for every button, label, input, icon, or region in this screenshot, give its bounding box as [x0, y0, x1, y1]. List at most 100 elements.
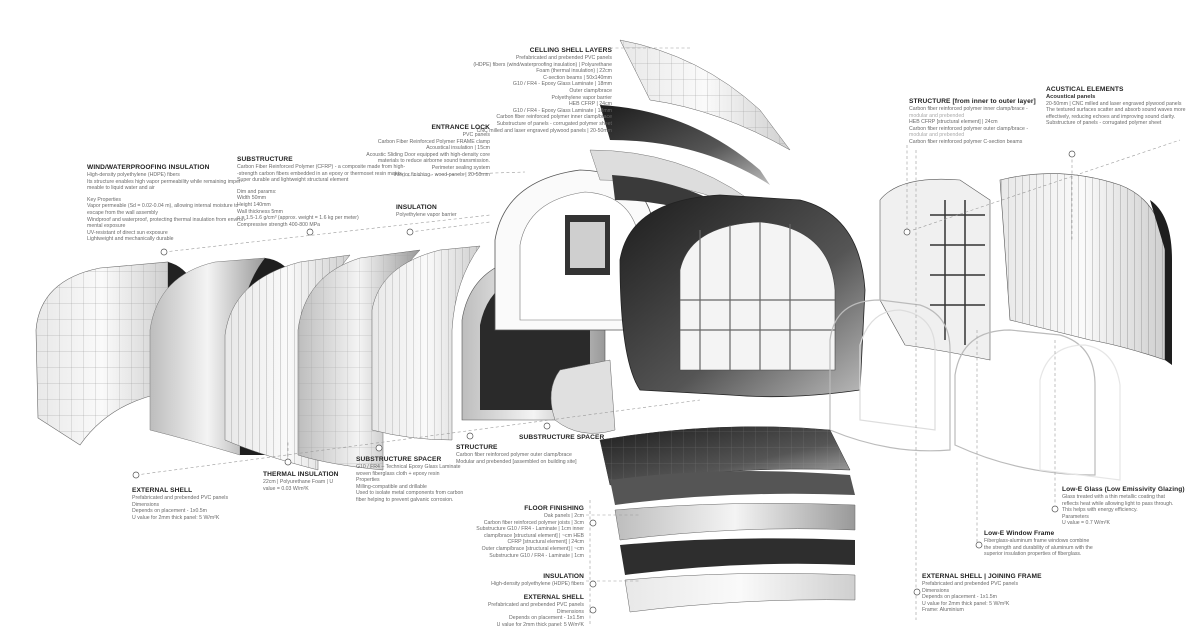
label-line: PVC panels — [462, 132, 490, 138]
label-line: High-density polyethylene (HDPE) fibers — [491, 581, 584, 587]
label-title: STRUCTURE [from inner to outer layer] — [909, 98, 1036, 105]
callout-markers — [132, 150, 1076, 614]
label-line: Compressive strength 400-800 MPa — [237, 221, 321, 228]
label-line: Milling-compatible and drillable — [356, 483, 427, 490]
acoustical-elements-label: ACUSTICAL ELEMENTS Acoustical panels 20-… — [1046, 86, 1186, 127]
label-line: U value = 0.7 W/m²K — [1062, 520, 1110, 527]
label-subtitle: Acoustical panels — [1046, 94, 1096, 100]
label-line: Parameters — [1062, 513, 1089, 520]
label-line: Dimensions — [556, 608, 584, 615]
label-line: Carbon Fiber Reinforced Polymer (CFRP) -… — [237, 164, 406, 170]
label-line: Key Properties — [87, 196, 122, 203]
substructure-spacer-label: SUBSTRUCTURE SPACER G10 / FR4 – Technica… — [356, 456, 463, 504]
label-line: Wall thickness 5mm — [237, 208, 283, 215]
label-title: ACUSTICAL ELEMENTS — [1046, 86, 1124, 93]
label-line: C-section beams | 50x140mm — [543, 74, 612, 81]
thermal-insulation-label: THERMAL INSULATION 22cm | Polyurethane F… — [263, 471, 339, 492]
substructure-label: SUBSTRUCTURE Carbon Fiber Reinforced Pol… — [237, 156, 405, 228]
floor-insulation-label: INSULATION High-density polyethylene (HD… — [440, 573, 584, 588]
label-title: STRUCTURE — [456, 444, 498, 451]
window-frames — [829, 299, 1121, 481]
label-line: clamp/brace [structural element] | ~cm H… — [483, 532, 584, 539]
label-line: value = 0.03 W/m²K — [263, 485, 309, 492]
label-line: Carbon fiber reinforced polymer outer cl… — [456, 452, 572, 458]
label-title: THERMAL INSULATION — [263, 471, 339, 478]
low-e-glass-label: Low-E Glass (Low Emissivity Glazing) Gla… — [1062, 486, 1185, 527]
label-line: mental exposure — [87, 223, 126, 230]
label-line: HEB CFRP [structural element] | 24cm — [909, 119, 998, 126]
label-line: meable to liquid water and air — [87, 185, 155, 192]
structure-layers-label: STRUCTURE [from inner to outer layer] Ca… — [909, 98, 1036, 146]
label-line: Prefabricated and prebended PVC panels — [922, 581, 1019, 587]
label-line: U value for 2mm thick panel: 5 W/m²K — [922, 600, 1010, 607]
floor-external-shell-label: EXTERNAL SHELL Prefabricated and prebend… — [440, 594, 584, 628]
low-e-window-frame-label: Low-E Window Frame Fiberglass-aluminum f… — [984, 530, 1093, 558]
label-line: U value for 2mm thick panel: 5 W/m²K — [132, 514, 220, 521]
structure-frame-right — [879, 178, 991, 361]
label-line: Carbon fiber reinforced polymer joists |… — [483, 519, 584, 526]
label-line: Its structure enables high vapor permeab… — [87, 178, 243, 185]
label-line: HEB CFRP | 24cm — [568, 101, 612, 108]
substructure-spacer-layer — [371, 245, 481, 441]
label-title: EXTERNAL SHELL — [523, 594, 584, 601]
floor-layers — [599, 426, 856, 613]
label-title: FLOOR FINISHING — [524, 505, 584, 512]
label-line: modular and prebended — [909, 112, 965, 119]
insulation-label: INSULATION Polyethylene vapor barrier — [396, 204, 457, 219]
label-line: Substructure of panels - corrugated poly… — [496, 120, 612, 127]
label-line: Polyethylene vapor barrier — [551, 94, 612, 101]
structure-label: STRUCTURE Carbon fiber reinforced polyme… — [456, 444, 577, 465]
label-line: Carbon fiber reinforced polymer inner cl… — [496, 114, 612, 121]
label-line: Substructure G10 / FR4 - Laminate | 1cm … — [476, 526, 584, 533]
label-line: escape from the wall assembly — [87, 209, 158, 216]
structure-core — [619, 194, 866, 398]
label-line: G10 / FR4 - Epoxy Glass Laminate | 18mm — [512, 107, 612, 114]
label-title: WIND/WATERPROOFING INSULATION — [87, 164, 210, 171]
entrance-lock — [494, 169, 656, 331]
label-line: Prefabricated and prebended PVC panels — [487, 602, 584, 608]
label-line: Dimensions — [922, 587, 950, 594]
label-line: Height 140mm — [237, 201, 271, 208]
label-line: Outer clamp/brace — [569, 87, 612, 94]
label-title: ENTRANCE LOCK — [431, 124, 490, 131]
label-line: Substructure of panels - corrugated poly… — [1046, 120, 1162, 127]
label-title: EXTERNAL SHELL — [132, 487, 193, 494]
label-line: 22cm | Polyurethane Foam | U — [263, 479, 334, 485]
label-line: 20-50mm | CNC milled and laser engraved … — [1046, 100, 1182, 107]
label-line: G10 / FR4 – Technical Epoxy Glass Lamina… — [356, 464, 461, 470]
label-title: SUBSTRUCTURE SPACER — [519, 434, 605, 441]
label-line: Carbon fiber reinforced polymer inner cl… — [909, 106, 1028, 112]
label-line: Vapor permeable (Sd = 0.02-0.04 m), allo… — [87, 203, 239, 210]
ceiling-shell-layers-label: CELLING SHELL LAYERS Prefabricated and p… — [470, 47, 612, 134]
label-title: CELLING SHELL LAYERS — [529, 47, 612, 54]
label-line: Carbon fiber reinforced polymer C-sectio… — [909, 138, 1023, 145]
label-title: INSULATION — [396, 204, 437, 211]
label-line: Lightweight and mechanically durable — [87, 236, 174, 243]
label-line: Substructure G10 / FR4 - Laminate | 1cm — [489, 552, 584, 559]
label-line: superior insulation properties of fiberg… — [984, 551, 1082, 558]
label-line: (HDPE) fibers (wind/waterproofing insula… — [473, 61, 612, 68]
label-line: Depends on placement - 1x1.5m — [509, 615, 584, 622]
label-line: Dimensions — [132, 501, 160, 508]
floor-finishing-label: FLOOR FINISHING Oak panels | 2cm Carbon … — [440, 505, 584, 559]
label-line: U value for 2mm thick panel: 5 W/m²K — [496, 621, 584, 628]
label-line: Outer clamp/brace [structural element] |… — [481, 545, 584, 552]
label-line: Oak panels | 2cm — [543, 513, 584, 519]
label-line: UV-resistant of direct sun exposure — [87, 229, 168, 236]
label-line: reflects heat while allowing light to pa… — [1062, 500, 1174, 507]
label-title: SUBSTRUCTURE — [237, 156, 293, 163]
entrance-lock-label: ENTRANCE LOCK PVC panels Carbon Fiber Re… — [340, 124, 490, 178]
label-line: Depends on placement - 1x1.5m — [922, 594, 997, 601]
label-line: Super durable and lightweight structural… — [237, 177, 349, 184]
substructure-spacer-mid-label: SUBSTRUCTURE SPACER — [519, 434, 604, 442]
label-title: Low-E Glass (Low Emissivity Glazing) — [1062, 486, 1185, 493]
label-line: Width 50mm — [237, 195, 267, 202]
label-line: Glass treated with a thin metallic coati… — [1062, 494, 1165, 500]
label-line: modular and prebended — [909, 132, 965, 139]
label-line: Modular and prebended [assembled on buil… — [456, 458, 577, 465]
label-line: effectively, reducing echoes and improvi… — [1046, 113, 1176, 120]
label-line: materials to reduce airborne sound trans… — [377, 158, 490, 165]
label-line: the strength and durability of aluminum … — [984, 544, 1093, 551]
label-line: Acoustic Sliding Door equipped with high… — [366, 151, 490, 158]
